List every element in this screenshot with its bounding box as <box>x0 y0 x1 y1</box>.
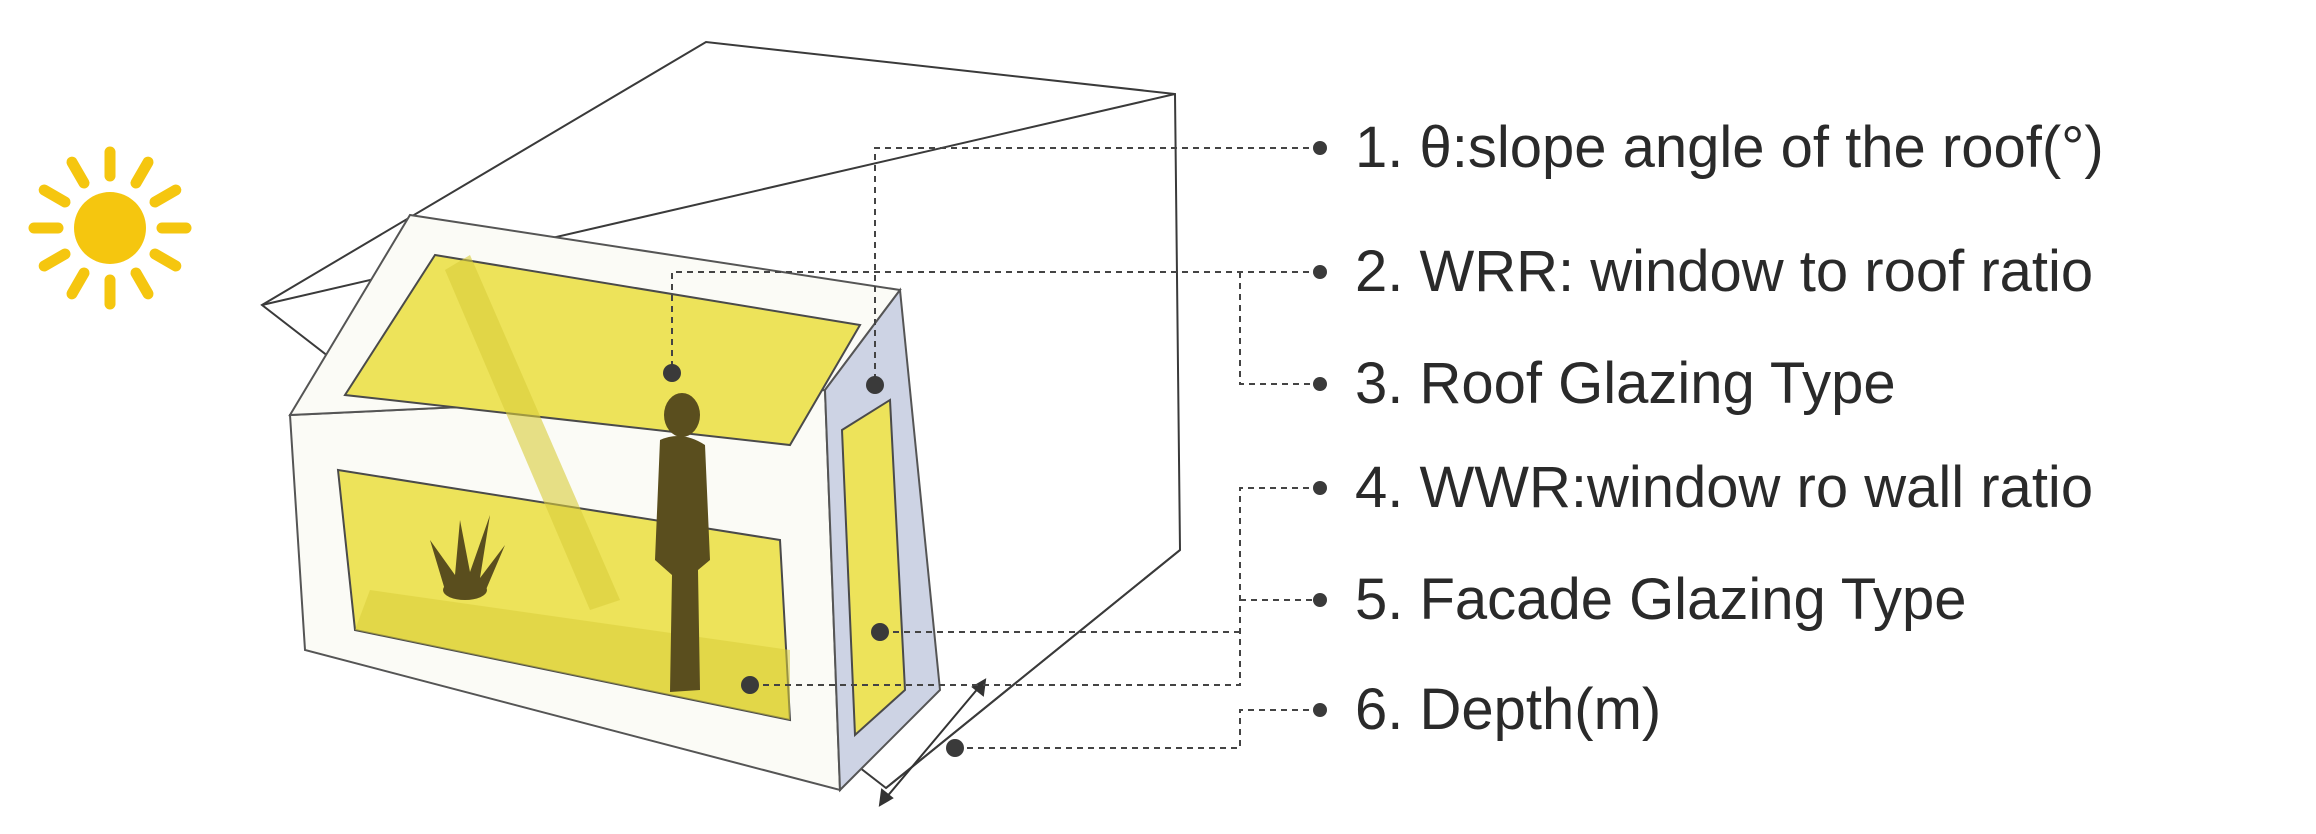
param-6-label: 6. Depth(m) <box>1355 681 1661 739</box>
sun-icon <box>28 146 192 310</box>
param-5-text: Facade Glazing Type <box>1419 567 1967 632</box>
sun-core <box>74 192 146 264</box>
leader-lines <box>671 147 1320 749</box>
param-4-number: 4. <box>1355 455 1404 520</box>
param-2-label: 2. WRR: window to roof ratio <box>1355 243 2093 301</box>
sun-ray <box>38 248 71 272</box>
leader-dots <box>663 141 1327 757</box>
sun-ray <box>66 156 90 189</box>
sun-ray <box>149 248 182 272</box>
sun-ray <box>130 156 154 189</box>
person-silhouette-icon <box>655 393 710 692</box>
param-1-text: θ:slope angle of the roof(°) <box>1419 115 2104 180</box>
param-2-number: 2. <box>1355 239 1404 304</box>
sun-ray <box>38 184 71 208</box>
param-3-number: 3. <box>1355 351 1404 416</box>
plant-icon <box>430 515 505 600</box>
param-5-label: 5. Facade Glazing Type <box>1355 571 1967 629</box>
sun-ray <box>66 267 90 300</box>
sun-ray <box>149 184 182 208</box>
sun-ray <box>130 267 154 300</box>
interior-beam <box>445 255 620 610</box>
param-2-text: WRR: window to roof ratio <box>1419 239 2094 304</box>
side-window <box>840 398 907 738</box>
param-4-label: 4. WWR:window ro wall ratio <box>1355 459 2093 517</box>
depth-dimension-arrow <box>878 678 987 807</box>
param-3-label: 3. Roof Glazing Type <box>1355 355 1896 413</box>
param-1-number: 1. <box>1355 115 1404 180</box>
param-5-number: 5. <box>1355 567 1404 632</box>
param-6-text: Depth(m) <box>1419 677 1662 742</box>
param-1-label: 1. θ:slope angle of the roof(°) <box>1355 119 2104 177</box>
param-6-number: 6. <box>1355 677 1404 742</box>
param-3-text: Roof Glazing Type <box>1419 351 1896 416</box>
param-4-text: WWR:window ro wall ratio <box>1419 455 2094 520</box>
